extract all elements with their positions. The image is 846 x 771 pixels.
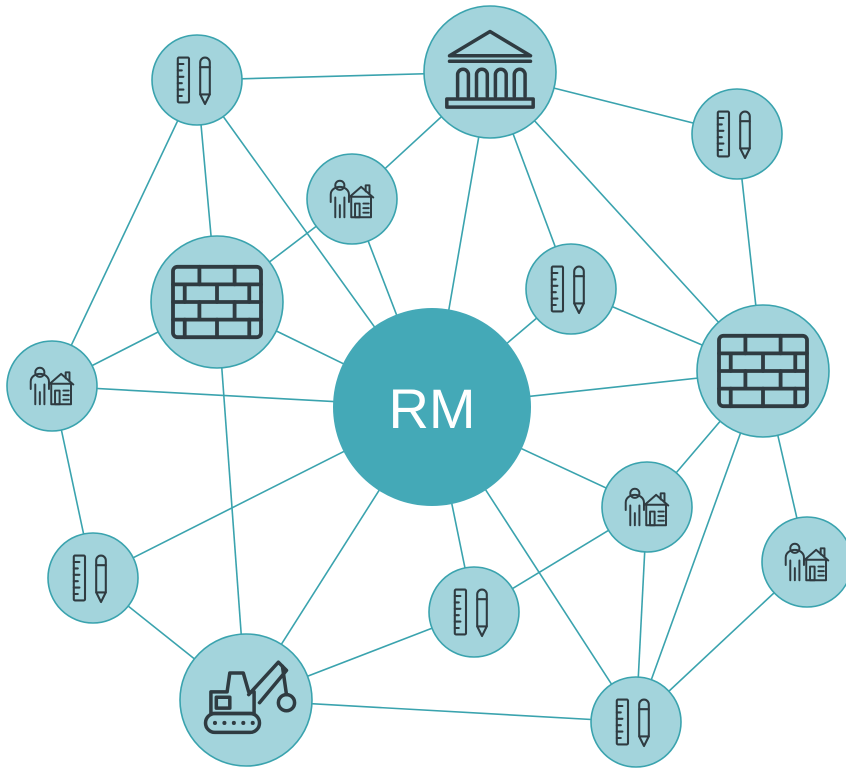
network-node — [691, 88, 783, 180]
node-circle — [428, 566, 520, 658]
network-node — [151, 34, 243, 126]
network-node — [179, 633, 313, 767]
network-node — [761, 516, 846, 608]
network-node — [525, 243, 617, 335]
node-circle — [179, 633, 313, 767]
hub-label: RM — [388, 377, 475, 440]
network-node — [6, 340, 98, 432]
hub-node: RM — [333, 308, 531, 506]
network-node — [423, 5, 557, 139]
node-circle — [423, 5, 557, 139]
connection-line — [51, 79, 198, 387]
network-node — [428, 566, 520, 658]
network-node — [47, 532, 139, 624]
node-circle — [47, 532, 139, 624]
node-circle — [691, 88, 783, 180]
network-node — [590, 676, 682, 768]
network-node — [601, 461, 693, 553]
network-node — [306, 153, 398, 245]
node-circle — [525, 243, 617, 335]
node-circle — [590, 676, 682, 768]
network-node — [696, 304, 830, 438]
connection-line — [489, 71, 764, 372]
node-circle — [151, 34, 243, 126]
nodes-layer — [6, 5, 846, 768]
hub-circle — [333, 308, 531, 506]
network-node — [150, 235, 284, 369]
